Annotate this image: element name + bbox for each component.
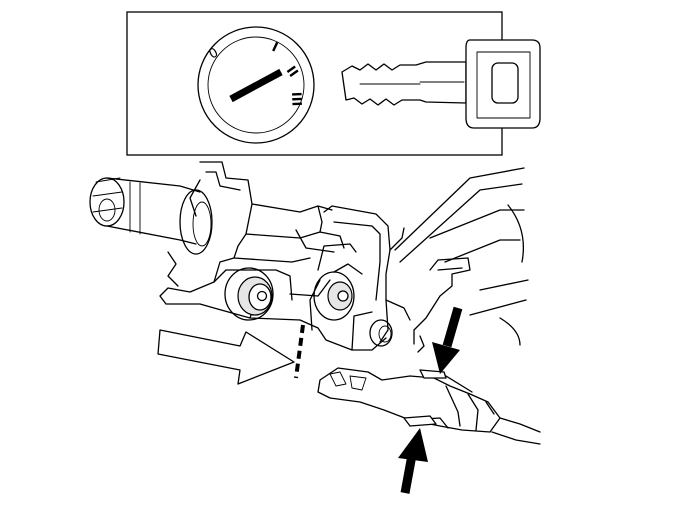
position-label-3: III bbox=[288, 92, 303, 107]
lock-housing bbox=[159, 161, 387, 351]
key-inset: 0 I II III bbox=[126, 11, 541, 156]
steering-column-assembly bbox=[89, 161, 541, 494]
alignment-line bbox=[294, 324, 305, 379]
ignition-dial-icon: 0 I II III bbox=[197, 26, 315, 144]
push-up-arrow-icon bbox=[398, 428, 428, 494]
insert-arrow-icon bbox=[157, 329, 295, 385]
column-shaft bbox=[89, 177, 213, 255]
lock-pin bbox=[369, 319, 393, 347]
retaining-clip bbox=[413, 257, 471, 353]
column-tube bbox=[394, 167, 529, 346]
mounting-bolt-left bbox=[224, 267, 274, 321]
lock-cylinder bbox=[317, 367, 541, 445]
push-down-arrow-icon bbox=[432, 306, 463, 374]
mounting-bolt-right bbox=[313, 263, 363, 321]
position-label-1: I bbox=[269, 40, 280, 56]
key-icon bbox=[341, 39, 541, 129]
lock-bracket bbox=[309, 205, 411, 351]
